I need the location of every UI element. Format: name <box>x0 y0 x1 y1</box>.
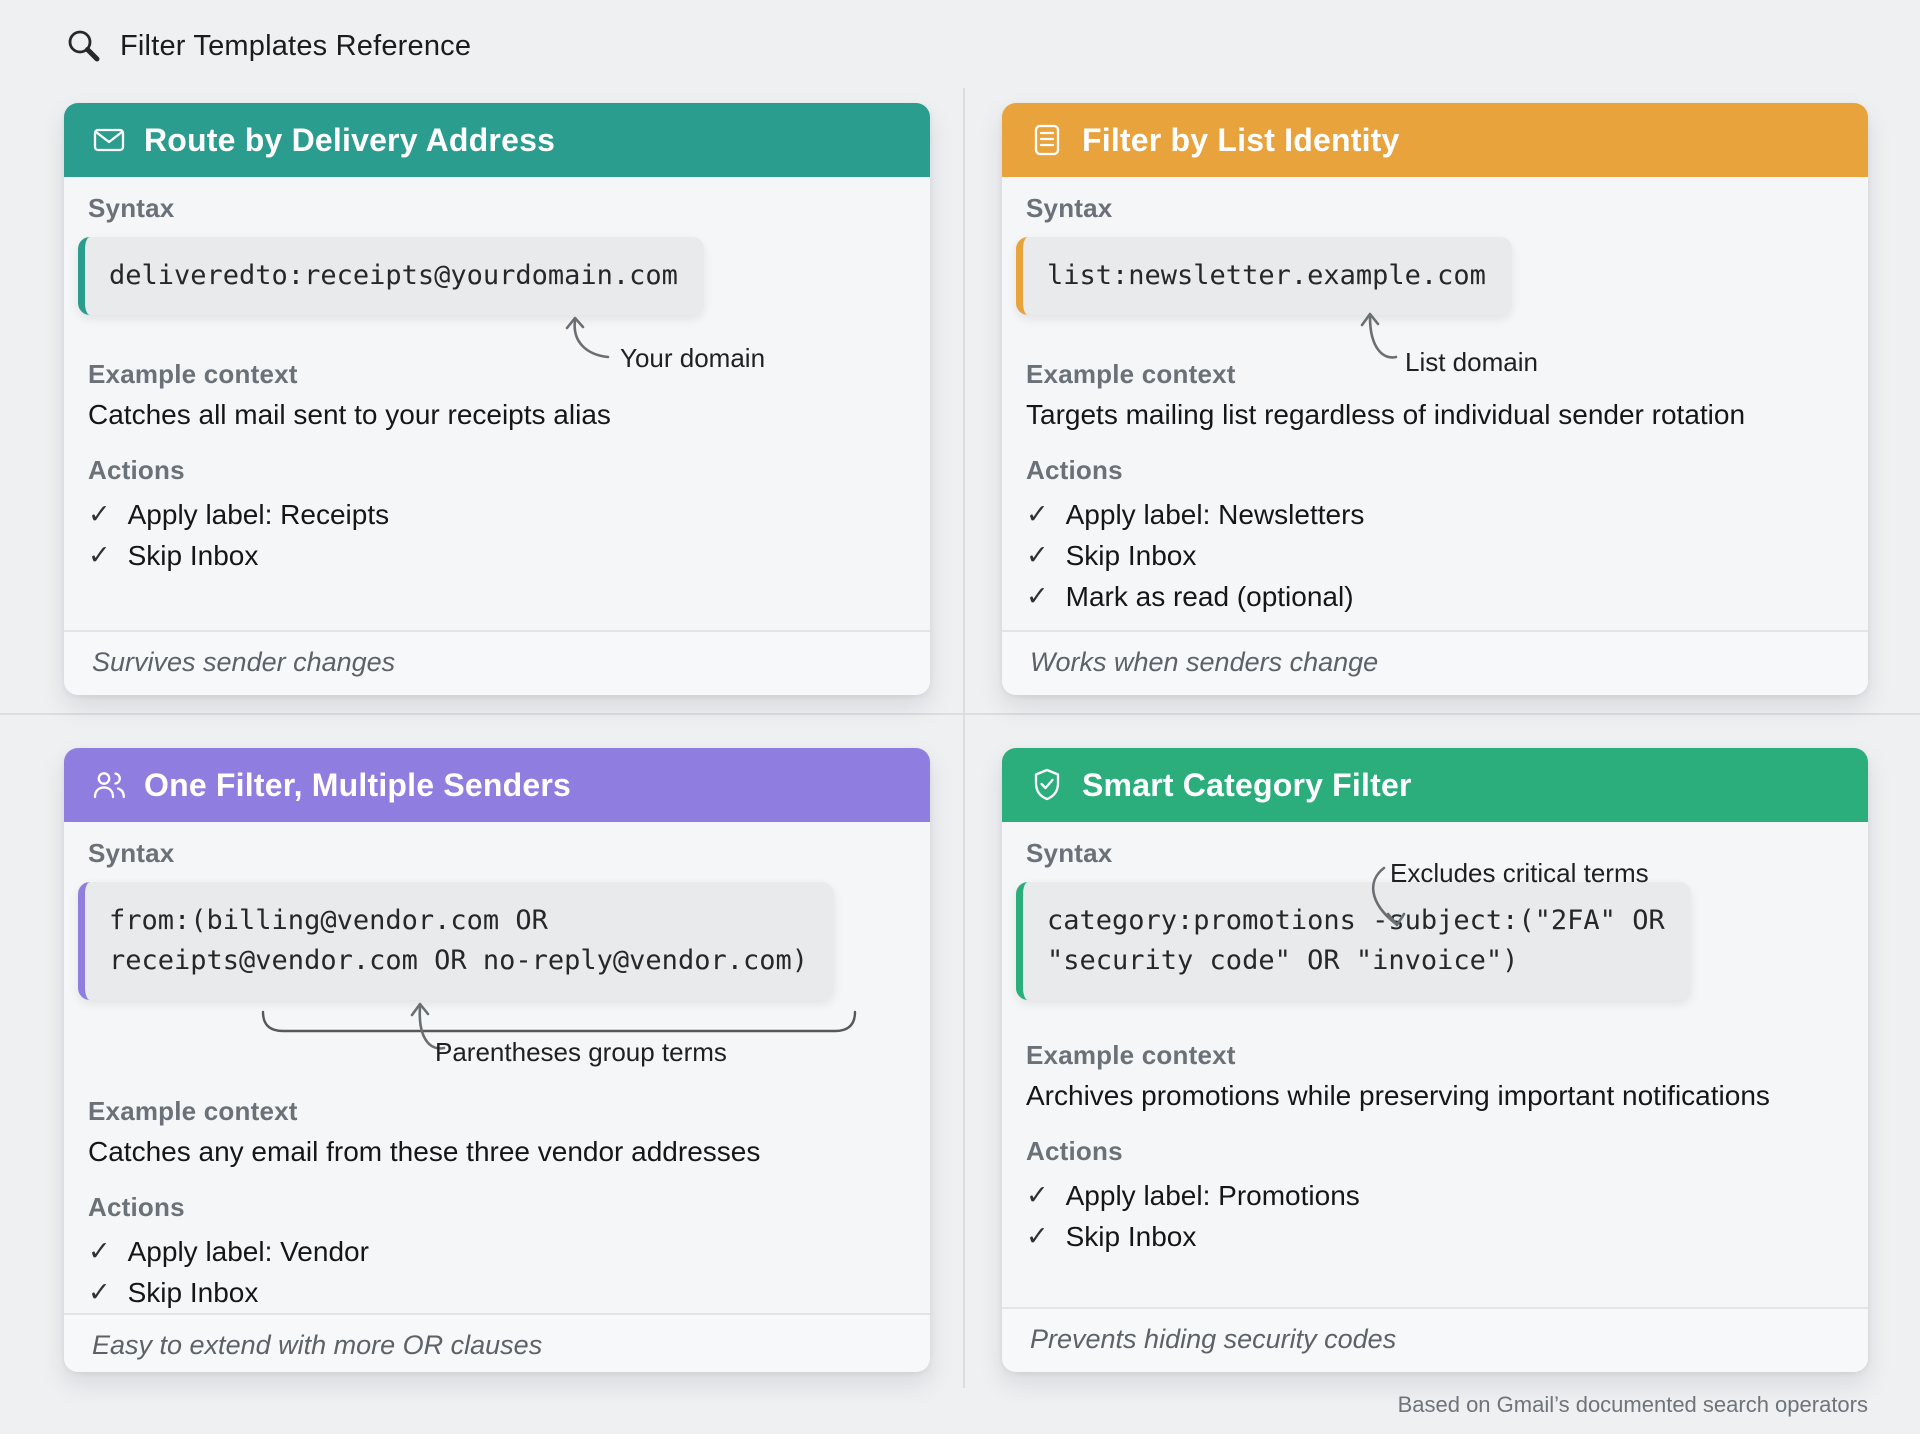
action-item: ✓ Skip Inbox <box>88 1272 369 1313</box>
attribution-note: Based on Gmail’s documented search opera… <box>1397 1392 1868 1417</box>
check-icon: ✓ <box>88 1236 111 1266</box>
check-icon: ✓ <box>88 499 111 529</box>
card-one-filter-multiple-senders: One Filter, Multiple Senders Syntax from… <box>64 748 930 1372</box>
shield-check-icon <box>1034 768 1060 801</box>
card-header: Smart Category Filter <box>1002 748 1868 822</box>
vertical-divider <box>963 88 965 1388</box>
card-header: Filter by List Identity <box>1002 103 1868 177</box>
annotation-arrow <box>1371 866 1406 927</box>
card-body: Syntax deliveredto:receipts@yourdomain.c… <box>64 177 930 630</box>
action-text: Apply label: Newsletters <box>1065 498 1365 530</box>
card-header: One Filter, Multiple Senders <box>64 748 930 822</box>
card-body: Syntax list:newsletter.example.com Examp… <box>1002 177 1868 630</box>
check-icon: ✓ <box>1026 499 1049 529</box>
check-icon: ✓ <box>88 1277 111 1307</box>
code-snippet: category:promotions -subject:("2FA" OR "… <box>1016 882 1691 1000</box>
syntax-label: Syntax <box>88 193 175 223</box>
check-icon: ✓ <box>1026 1180 1049 1210</box>
action-text: Mark as read (optional) <box>1065 580 1354 612</box>
card-title: Route by Delivery Address <box>144 121 556 158</box>
check-icon: ✓ <box>1026 581 1049 611</box>
list-icon <box>1034 124 1060 156</box>
context-text: Archives promotions while preserving imp… <box>1026 1080 1770 1111</box>
syntax-label: Syntax <box>1026 193 1113 223</box>
card-title: Smart Category Filter <box>1082 766 1412 803</box>
code-snippet: list:newsletter.example.com <box>1016 237 1512 315</box>
code-snippet: from:(billing@vendor.com OR receipts@ven… <box>78 882 834 1000</box>
action-text: Apply label: Vendor <box>127 1235 369 1267</box>
action-text: Skip Inbox <box>127 539 259 571</box>
action-item: ✓ Skip Inbox <box>1026 1216 1360 1257</box>
annotation-arrow <box>565 316 610 359</box>
card-footer-note: Easy to extend with more OR clauses <box>64 1313 930 1372</box>
action-item: ✓ Skip Inbox <box>88 535 389 576</box>
action-text: Skip Inbox <box>1065 1220 1197 1252</box>
actions-list: ✓ Apply label: Receipts ✓ Skip Inbox <box>88 494 389 576</box>
annotation-label: Your domain <box>620 343 766 373</box>
annotation-label: Parentheses group terms <box>435 1037 727 1067</box>
users-icon <box>93 772 125 799</box>
horizontal-divider <box>0 713 1920 715</box>
actions-label: Actions <box>1026 455 1123 485</box>
check-icon: ✓ <box>1026 1221 1049 1251</box>
context-label: Example context <box>1026 359 1236 389</box>
action-text: Apply label: Promotions <box>1065 1179 1360 1211</box>
code-line: receipts@vendor.com OR no-reply@vendor.c… <box>109 945 808 976</box>
card-footer-note: Survives sender changes <box>64 630 930 695</box>
page-title: Filter Templates Reference <box>120 29 472 62</box>
card-title: Filter by List Identity <box>1082 121 1400 158</box>
context-text: Catches any email from these three vendo… <box>88 1136 761 1167</box>
action-item: ✓ Apply label: Newsletters <box>1026 494 1364 535</box>
syntax-label: Syntax <box>88 838 175 868</box>
actions-label: Actions <box>88 455 185 485</box>
annotation-arrow <box>410 1002 446 1050</box>
card-body: Syntax category:promotions -subject:("2F… <box>1002 822 1868 1307</box>
check-icon: ✓ <box>1026 540 1049 570</box>
context-text: Catches all mail sent to your receipts a… <box>88 399 611 430</box>
code-snippet: deliveredto:receipts@yourdomain.com <box>78 237 704 315</box>
card-smart-category-filter: Smart Category Filter Syntax category:pr… <box>1002 748 1868 1372</box>
actions-list: ✓ Apply label: Vendor ✓ Skip Inbox <box>88 1231 369 1313</box>
code-line: "security code" OR "invoice") <box>1047 945 1519 976</box>
card-route-by-delivery-address: Route by Delivery Address Syntax deliver… <box>64 103 930 695</box>
code-line: list:newsletter.example.com <box>1047 260 1486 291</box>
annotation-arrow <box>1360 312 1398 359</box>
card-footer-note: Works when senders change <box>1002 630 1868 695</box>
action-text: Apply label: Receipts <box>127 498 390 530</box>
envelope-icon <box>93 128 125 152</box>
action-item: ✓ Apply label: Receipts <box>88 494 389 535</box>
page-title-row: Filter Templates Reference <box>64 26 471 66</box>
card-body: Syntax from:(billing@vendor.com OR recei… <box>64 822 930 1313</box>
syntax-label: Syntax <box>1026 838 1113 868</box>
action-item: ✓ Apply label: Promotions <box>1026 1175 1360 1216</box>
card-footer-note: Prevents hiding security codes <box>1002 1307 1868 1372</box>
context-text: Targets mailing list regardless of indiv… <box>1026 399 1746 430</box>
card-header: Route by Delivery Address <box>64 103 930 177</box>
action-item: ✓ Apply label: Vendor <box>88 1231 369 1272</box>
context-label: Example context <box>88 1096 298 1126</box>
check-icon: ✓ <box>88 540 111 570</box>
annotation-label: List domain <box>1405 347 1538 377</box>
code-line: deliveredto:receipts@yourdomain.com <box>109 260 678 291</box>
action-text: Skip Inbox <box>1065 539 1197 571</box>
action-item: ✓ Skip Inbox <box>1026 535 1364 576</box>
action-text: Skip Inbox <box>127 1276 259 1308</box>
actions-list: ✓ Apply label: Promotions ✓ Skip Inbox <box>1026 1175 1360 1257</box>
grouping-brace <box>261 1010 857 1033</box>
card-filter-by-list-identity: Filter by List Identity Syntax list:news… <box>1002 103 1868 695</box>
action-item: ✓ Mark as read (optional) <box>1026 576 1364 617</box>
search-icon <box>68 30 100 62</box>
actions-list: ✓ Apply label: Newsletters ✓ Skip Inbox ✓ M… <box>1026 494 1364 617</box>
actions-label: Actions <box>1026 1136 1123 1166</box>
actions-label: Actions <box>88 1192 185 1222</box>
context-label: Example context <box>1026 1040 1236 1070</box>
code-line: category:promotions -subject:("2FA" OR <box>1047 905 1665 936</box>
annotation-label: Excludes critical terms <box>1390 858 1649 888</box>
context-label: Example context <box>88 359 298 389</box>
card-title: One Filter, Multiple Senders <box>144 766 572 803</box>
code-line: from:(billing@vendor.com OR <box>109 905 548 936</box>
